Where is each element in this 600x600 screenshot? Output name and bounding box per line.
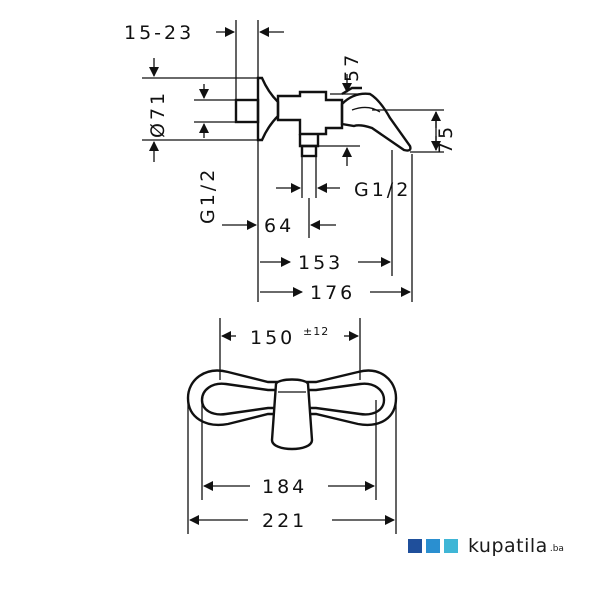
dim-diameter-label: Ø71 — [147, 90, 169, 138]
dim-153-label: 153 — [298, 252, 343, 274]
dim-221: 221 — [187, 398, 397, 534]
brand-square-icon — [408, 539, 422, 553]
brand-logo: kupatila .ba — [408, 534, 564, 558]
dim-176: 176 — [260, 154, 413, 304]
dim-176-label: 176 — [310, 282, 355, 304]
brand-name: kupatila — [468, 535, 548, 557]
dim-221-label: 221 — [262, 510, 307, 532]
brand-tld: .ba — [549, 544, 564, 554]
brand-square-icon — [426, 539, 440, 553]
dim-thread-left: G1/2 — [194, 84, 236, 224]
dim-64-label: 64 — [264, 215, 294, 237]
dim-184: 184 — [201, 400, 377, 500]
dim-153: 153 — [260, 150, 393, 276]
dim-64: 64 — [222, 140, 336, 302]
front-view: 150 ±12 184 221 — [186, 318, 398, 534]
dim-lever-height: 57 — [316, 52, 363, 166]
dim-centers-label: 150 — [250, 327, 295, 349]
brand-square-icon — [444, 539, 458, 553]
faucet-front-outline — [186, 369, 398, 451]
dim-spout-height: 75 — [372, 109, 457, 154]
dim-centers: 150 ±12 — [219, 318, 361, 380]
dim-thread-left-label: G1/2 — [197, 167, 219, 224]
dim-thread-outlet-label: G1/2 — [354, 179, 411, 201]
dim-184-label: 184 — [262, 476, 307, 498]
dim-spout-height-label: 75 — [435, 124, 457, 154]
faucet-side-outline — [234, 76, 412, 158]
dim-thread-outlet: G1/2 — [276, 156, 411, 201]
dim-offset-label: 15-23 — [124, 22, 194, 44]
dim-diameter: Ø71 — [142, 58, 258, 162]
dim-centers-tolerance: ±12 — [303, 325, 329, 338]
side-view: 15-23 Ø71 G1/2 57 — [124, 20, 457, 304]
dim-lever-height-label: 57 — [341, 52, 363, 82]
dim-offset: 15-23 — [124, 20, 284, 100]
